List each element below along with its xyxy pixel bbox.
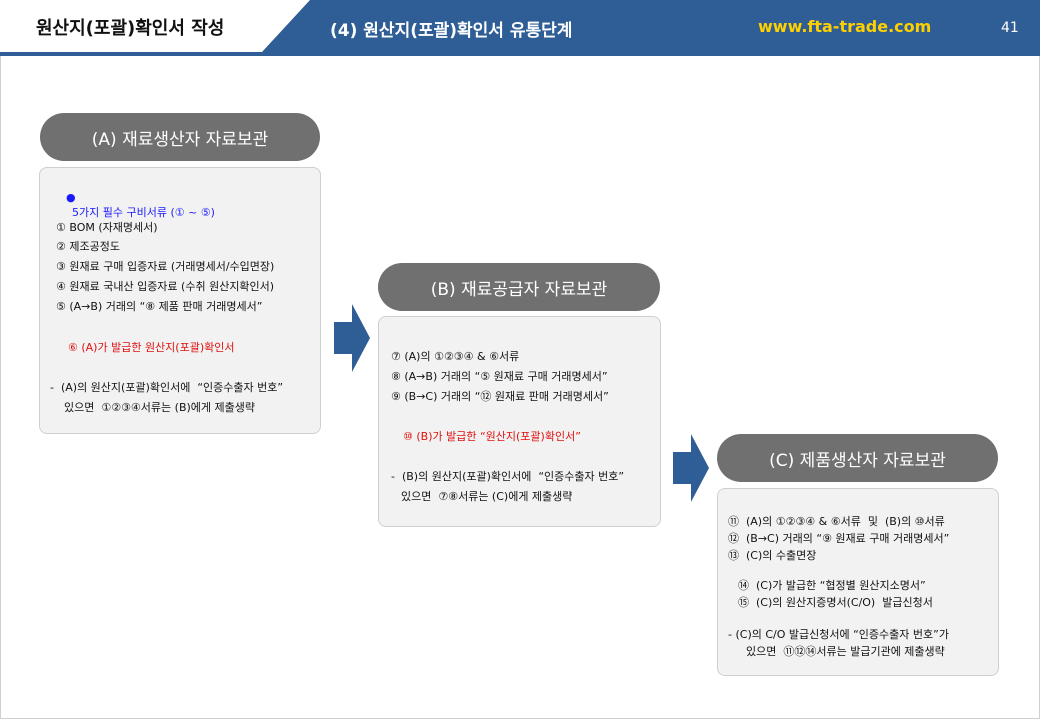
list-item: ⑦ (A)의 ①②③④ & ⑥서류 <box>391 350 520 363</box>
slide-header: 원산지(포괄)확인서 작성 (4) 원산지(포괄)확인서 유통단계 www.ft… <box>0 0 1040 58</box>
list-item: ⑫ (B→C) 거래의 “⑨ 원재료 구매 거래명세서” <box>728 532 950 545</box>
required-docs-label: 5가지 필수 구비서류 (① ~ ⑤) <box>72 206 215 219</box>
list-item: ⑧ (A→B) 거래의 “⑤ 원재료 구매 거래명세서” <box>391 370 608 383</box>
section-a-title: (A) 재료생산자 자료보관 <box>40 113 320 161</box>
list-item: ⑤ (A→B) 거래의 “⑧ 제품 판매 거래명세서” <box>56 300 263 313</box>
section-c-title: (C) 제품생산자 자료보관 <box>717 434 998 482</box>
note-line: 있으면 ①②③④서류는 (B)에게 제출생략 <box>64 401 256 414</box>
section-c-box: ⑪ (A)의 ①②③④ & ⑥서류 및 (B)의 ⑩서류 ⑫ (B→C) 거래의… <box>717 488 999 676</box>
list-item: ⑨ (B→C) 거래의 “⑫ 원재료 판매 거래명세서” <box>391 390 609 403</box>
section-a-box: ● 5가지 필수 구비서류 (① ~ ⑤) ① BOM (자재명세서) ② 제조… <box>39 167 321 434</box>
note-line: - (B)의 원산지(포괄)확인서에 “인증수출자 번호” <box>391 470 625 483</box>
section-subtitle: (4) 원산지(포괄)확인서 유통단계 <box>330 21 573 41</box>
sub-list-item: ⑮ (C)의 원산지증명서(C/O) 발급신청서 <box>738 596 933 609</box>
header-underline <box>0 52 1040 56</box>
flow-arrow-icon <box>334 304 370 372</box>
header-title-tab <box>0 0 310 52</box>
bullet-row: ● 5가지 필수 구비서류 (① ~ ⑤) <box>52 178 215 233</box>
flow-arrow-icon <box>673 434 709 502</box>
note-line: 있으면 ⑪⑫⑭서류는 발급기관에 제출생략 <box>746 645 945 658</box>
sub-list-item: ⑭ (C)가 발급한 “협정별 원산지소명서” <box>738 579 926 592</box>
note-line: - (C)의 C/O 발급신청서에 “인증수출자 번호”가 <box>728 628 949 641</box>
section-b-box: ⑦ (A)의 ①②③④ & ⑥서류 ⑧ (A→B) 거래의 “⑤ 원재료 구매 … <box>378 316 661 527</box>
list-item: ① BOM (자재명세서) <box>56 221 158 234</box>
page-title: 원산지(포괄)확인서 작성 <box>36 18 225 39</box>
highlight-item: ⑩ (B)가 발급한 “원산지(포괄)확인서” <box>403 430 581 443</box>
list-item: ② 제조공정도 <box>56 240 120 253</box>
bullet-dot-icon: ● <box>66 191 76 204</box>
page-number: 41 <box>1001 20 1019 36</box>
list-item: ③ 원재료 구매 입증자료 (거래명세서/수입면장) <box>56 260 275 273</box>
highlight-item: ⑥ (A)가 발급한 원산지(포괄)확인서 <box>68 341 235 354</box>
section-b-title: (B) 재료공급자 자료보관 <box>378 263 660 311</box>
note-line: 있으면 ⑦⑧서류는 (C)에게 제출생략 <box>401 490 573 503</box>
note-line: - (A)의 원산지(포괄)확인서에 “인증수출자 번호” <box>50 381 284 394</box>
list-item: ⑪ (A)의 ①②③④ & ⑥서류 및 (B)의 ⑩서류 <box>728 515 945 528</box>
list-item: ④ 원재료 국내산 입증자료 (수취 원산지확인서) <box>56 280 275 293</box>
site-url[interactable]: www.fta-trade.com <box>758 17 932 36</box>
list-item: ⑬ (C)의 수출면장 <box>728 549 817 562</box>
